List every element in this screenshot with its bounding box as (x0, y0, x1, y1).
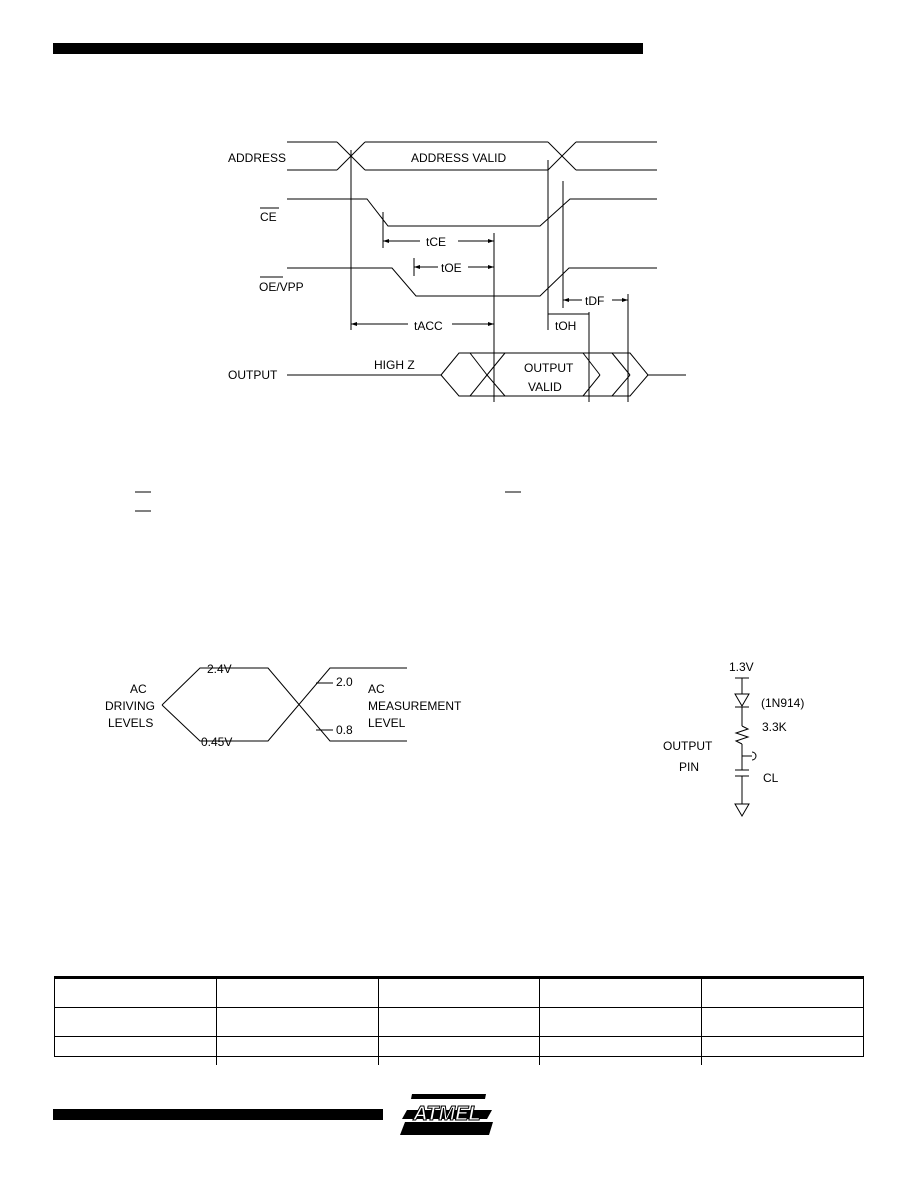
ac-driving-label-2: DRIVING (105, 699, 155, 713)
data-table (54, 976, 864, 1065)
ac-v-high: 2.4V (207, 662, 232, 676)
output-pin-label-2: PIN (679, 760, 699, 774)
load-circuit (734, 677, 757, 817)
capacitor-label: CL (763, 771, 779, 785)
address-valid-label: ADDRESS VALID (411, 151, 506, 165)
output-valid-label-1: OUTPUT (524, 361, 574, 375)
table-row (55, 1007, 863, 1037)
signal-label-output: OUTPUT (228, 368, 278, 382)
diode-label: (1N914) (761, 696, 804, 710)
header-rule (53, 43, 643, 54)
ac-driving-label-1: AC (130, 682, 147, 696)
timing-reference-lines (350, 150, 629, 402)
output-pin-label-1: OUTPUT (663, 739, 713, 753)
atmel-logo: ATMEL (400, 1094, 493, 1135)
timing-dimension-lines (351, 240, 628, 325)
ce-waveform (287, 198, 657, 227)
ac-meas-label-3: LEVEL (368, 716, 406, 730)
oe-waveform (287, 267, 657, 297)
ac-m-low: 0.8 (336, 723, 353, 737)
ac-levels-waveform (161, 667, 407, 742)
logo-text: ATMEL (412, 1103, 480, 1125)
supply-label: 1.3V (729, 660, 754, 674)
param-tce: tCE (426, 235, 446, 249)
resistor-icon (734, 725, 750, 745)
param-toe: tOE (441, 261, 462, 275)
high-z-label: HIGH Z (374, 358, 415, 372)
output-pin-icon (751, 751, 757, 761)
table-row (55, 979, 863, 1008)
resistor-label: 3.3K (762, 720, 787, 734)
output-waveform (287, 352, 686, 397)
signal-label-ce: CE (260, 210, 277, 224)
output-valid-label-2: VALID (528, 380, 562, 394)
param-tacc: tACC (414, 319, 443, 333)
ac-driving-label-3: LEVELS (108, 716, 153, 730)
footer-rule (53, 1109, 383, 1120)
signal-label-address: ADDRESS (228, 151, 286, 165)
ac-m-high: 2.0 (336, 675, 353, 689)
address-waveform (287, 141, 657, 171)
ac-v-low: 0.45V (201, 735, 232, 749)
ground-icon (734, 803, 750, 817)
param-toh: tOH (555, 319, 576, 333)
table-row (55, 1036, 863, 1065)
signal-label-oe: OE/VPP (259, 280, 304, 294)
param-tdf: tDF (585, 294, 604, 308)
ac-meas-label-2: MEASUREMENT (368, 699, 462, 713)
ac-meas-label-1: AC (368, 682, 385, 696)
diode-icon (734, 693, 750, 707)
